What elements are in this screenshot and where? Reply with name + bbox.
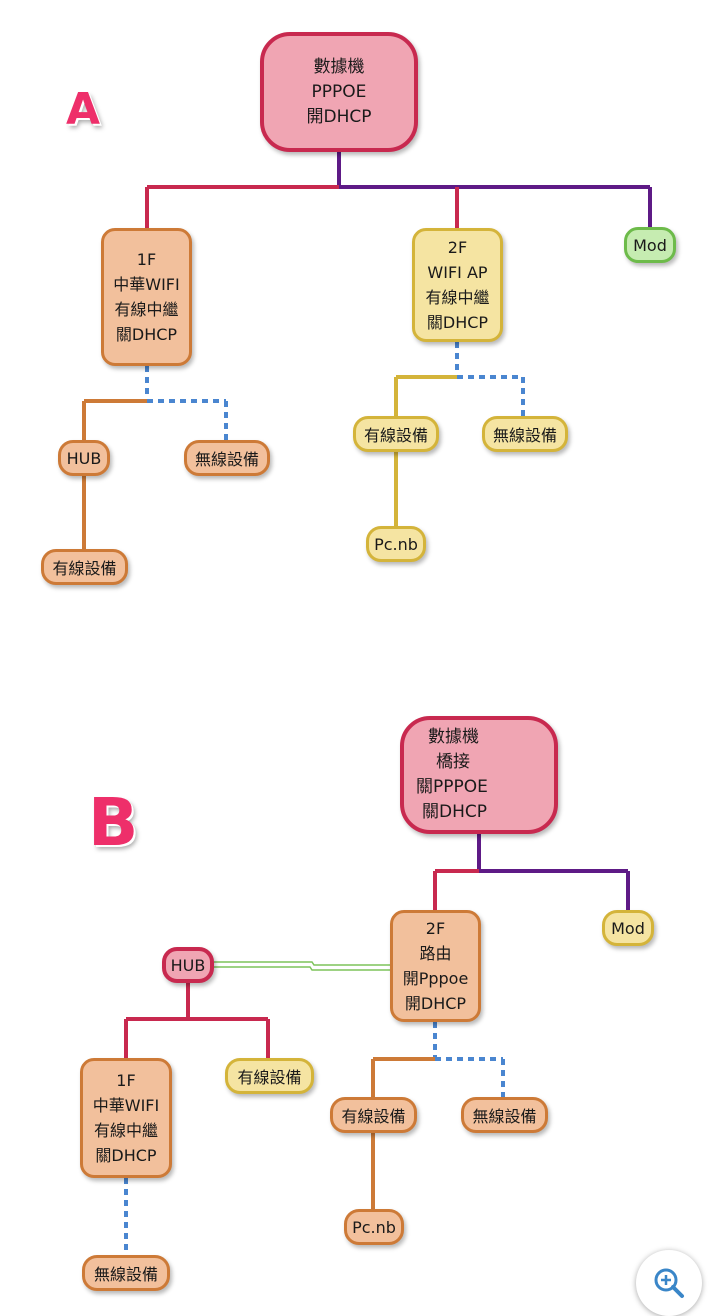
- b-2f-line: 路由: [419, 944, 452, 963]
- a-2f-line: 有線中繼: [425, 288, 490, 307]
- b-2f-line: 開DHCP: [404, 994, 467, 1013]
- a-1f-line: 有線中繼: [114, 300, 179, 319]
- diagram-a-label: A: [66, 84, 101, 135]
- diagram-b-label: B: [88, 784, 139, 861]
- b-hub-wired-node: 有線設備: [225, 1058, 314, 1094]
- a-2f-line: 2F: [447, 238, 468, 257]
- a-2f-line: WIFI AP: [427, 263, 488, 282]
- b-1f-line: 有線中繼: [93, 1121, 158, 1140]
- a-1f-line: 1F: [136, 250, 157, 269]
- a-modem-node: 數據機 PPPOE 開DHCP: [260, 32, 418, 152]
- b-1f-line: 關DHCP: [95, 1146, 157, 1165]
- zoom-in-icon: [654, 1268, 684, 1298]
- b-2f-line: 開Pppoe: [402, 969, 469, 988]
- b-2f-line: 2F: [425, 919, 446, 938]
- a-2f-wired-node: 有線設備: [353, 416, 439, 452]
- b-1f-line: 中華WIFI: [92, 1096, 160, 1115]
- b-hub-node: HUB: [162, 947, 214, 983]
- a-modem-line: PPPOE: [311, 81, 367, 102]
- b-1f-node: 1F 中華WIFI 有線中繼 關DHCP: [80, 1058, 172, 1178]
- a-hub-node: HUB: [58, 440, 110, 476]
- a-2f-node: 2F WIFI AP 有線中繼 關DHCP: [412, 228, 503, 342]
- b-modem-line: 關DHCP: [422, 802, 487, 822]
- a-modem-line: 數據機: [313, 56, 365, 77]
- b-modem-line: 數據機: [428, 727, 479, 747]
- a-mod-node: Mod: [624, 227, 676, 263]
- b-pcnb-node: Pc.nb: [344, 1209, 404, 1245]
- a-1f-line: 關DHCP: [115, 325, 178, 344]
- b-2f-node: 2F 路由 開Pppoe 開DHCP: [390, 910, 481, 1022]
- a-2f-wireless-node: 無線設備: [482, 416, 568, 452]
- b-modem-line: 橋接: [436, 752, 470, 772]
- b-2f-wired-node: 有線設備: [330, 1097, 417, 1133]
- a-1f-node: 1F 中華WIFI 有線中繼 關DHCP: [101, 228, 192, 366]
- b-1f-wireless-node: 無線設備: [82, 1255, 170, 1291]
- b-2f-wireless-node: 無線設備: [461, 1097, 548, 1133]
- a-modem-line: 開DHCP: [306, 106, 372, 127]
- a-2f-line: 關DHCP: [426, 313, 489, 332]
- b-modem-node: 數據機 橋接 關PPPOE 關DHCP: [400, 716, 558, 834]
- b-modem-line: 關PPPOE: [416, 777, 488, 797]
- a-pcnb-node: Pc.nb: [366, 526, 426, 562]
- a-1f-wireless-node: 無線設備: [184, 440, 270, 476]
- b-1f-line: 1F: [116, 1071, 136, 1090]
- b-mod-node: Mod: [602, 910, 654, 946]
- a-1f-line: 中華WIFI: [113, 275, 180, 294]
- zoom-button[interactable]: [636, 1250, 702, 1316]
- a-1f-wired-node: 有線設備: [41, 549, 128, 585]
